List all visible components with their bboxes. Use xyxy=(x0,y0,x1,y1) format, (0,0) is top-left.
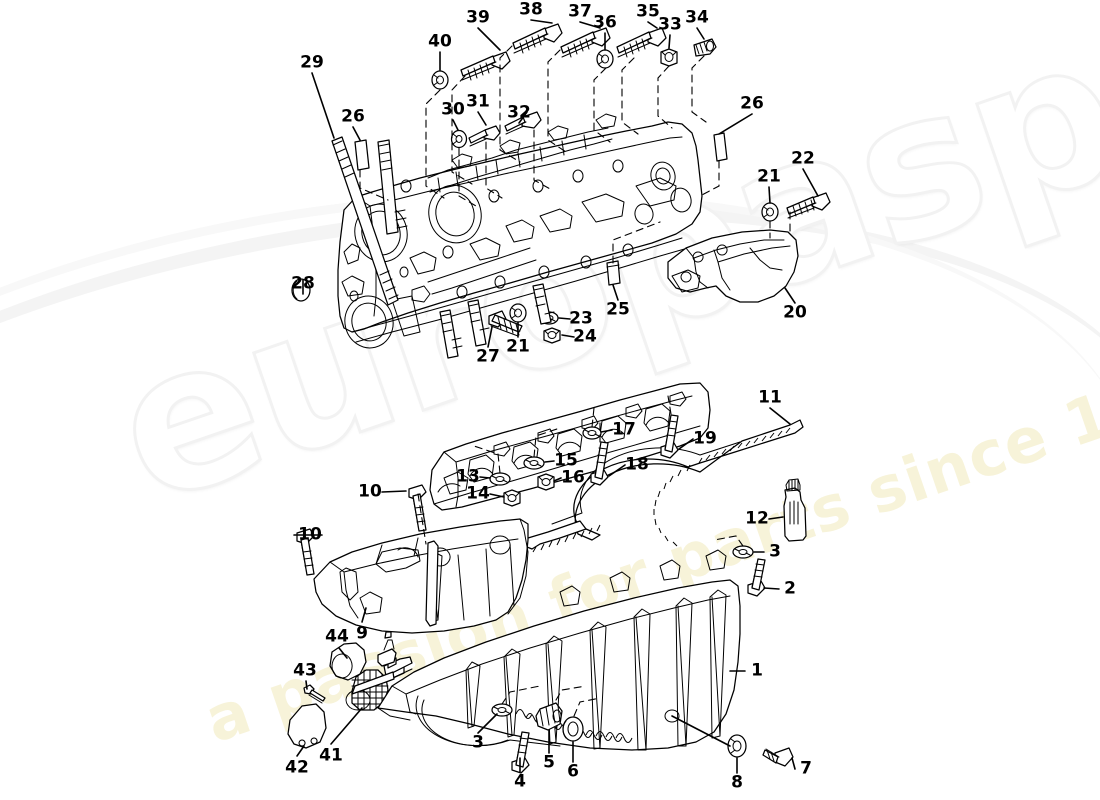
callout-31[interactable]: 31 xyxy=(466,91,490,112)
callout-32[interactable]: 32 xyxy=(507,102,531,123)
callout-28[interactable]: 28 xyxy=(291,273,315,294)
callout-4[interactable]: 4 xyxy=(514,771,526,792)
fastener-19 xyxy=(661,415,678,458)
callout-20[interactable]: 20 xyxy=(783,302,807,323)
callout-24[interactable]: 24 xyxy=(573,326,597,347)
fastener-3a xyxy=(733,546,753,558)
fastener-14 xyxy=(504,490,520,506)
cylinder-block-part xyxy=(338,114,702,353)
fastener-stud-left xyxy=(378,140,407,234)
fastener-18 xyxy=(591,442,608,485)
callout-10b[interactable]: 10 xyxy=(298,524,322,545)
callout-16[interactable]: 16 xyxy=(561,467,585,488)
callout-13[interactable]: 13 xyxy=(456,466,480,487)
fastener-7 xyxy=(763,748,793,766)
upper-oil-pan-part xyxy=(314,519,528,633)
callout-6[interactable]: 6 xyxy=(567,761,579,782)
leader-lines xyxy=(294,20,818,773)
callout-12[interactable]: 12 xyxy=(745,508,769,529)
callout-7[interactable]: 7 xyxy=(800,758,812,779)
fastener-30 xyxy=(452,131,467,148)
fastener-26a xyxy=(355,140,369,170)
fastener-31 xyxy=(469,126,500,146)
fastener-28 xyxy=(292,279,310,301)
callout-3a[interactable]: 3 xyxy=(769,541,781,562)
fastener-21b xyxy=(510,304,526,322)
callout-15[interactable]: 15 xyxy=(554,450,578,471)
fastener-6 xyxy=(563,717,583,741)
fastener-22 xyxy=(787,193,830,218)
callout-21b[interactable]: 21 xyxy=(506,336,530,357)
callout-14[interactable]: 14 xyxy=(466,483,490,504)
callout-42[interactable]: 42 xyxy=(285,757,309,778)
fastener-studs-mid xyxy=(440,284,554,358)
fastener-27 xyxy=(489,311,522,336)
callout-37[interactable]: 37 xyxy=(568,1,592,22)
fastener-15 xyxy=(524,457,544,469)
callout-26b[interactable]: 26 xyxy=(740,93,764,114)
fastener-2 xyxy=(748,559,765,596)
fastener-17 xyxy=(583,427,601,439)
fastener-38 xyxy=(513,24,562,53)
fastener-21a xyxy=(762,203,778,221)
fastener-35 xyxy=(617,28,666,57)
callout-38[interactable]: 38 xyxy=(519,0,543,20)
fastener-10a xyxy=(409,485,426,531)
fastener-3b xyxy=(492,704,512,716)
fastener-33 xyxy=(661,49,677,66)
callout-19[interactable]: 19 xyxy=(693,428,717,449)
callout-36[interactable]: 36 xyxy=(593,12,617,33)
callout-39[interactable]: 39 xyxy=(466,7,490,28)
callout-44[interactable]: 44 xyxy=(325,626,349,647)
callout-3b[interactable]: 3 xyxy=(472,732,484,753)
callout-35[interactable]: 35 xyxy=(636,1,660,22)
sealant-tube-part xyxy=(784,479,806,541)
fastener-25 xyxy=(607,261,620,285)
callout-11[interactable]: 11 xyxy=(758,387,782,408)
fastener-34 xyxy=(694,39,716,56)
fastener-5 xyxy=(536,703,562,730)
callout-22[interactable]: 22 xyxy=(791,148,815,169)
callout-5[interactable]: 5 xyxy=(543,752,555,773)
callout-17[interactable]: 17 xyxy=(612,419,636,440)
callout-1[interactable]: 1 xyxy=(751,660,763,681)
fastener-24 xyxy=(544,328,560,343)
callout-27[interactable]: 27 xyxy=(476,346,500,367)
callout-23[interactable]: 23 xyxy=(569,308,593,329)
callout-34[interactable]: 34 xyxy=(685,7,709,28)
fastener-26b xyxy=(714,133,727,161)
oil-pan-gasket-part xyxy=(522,420,803,552)
fastener-8 xyxy=(728,735,746,757)
callout-30[interactable]: 30 xyxy=(441,99,465,120)
callout-9[interactable]: 9 xyxy=(356,623,368,644)
fastener-36 xyxy=(597,50,613,68)
callout-26a[interactable]: 26 xyxy=(341,106,365,127)
callout-18[interactable]: 18 xyxy=(625,454,649,475)
fastener-16 xyxy=(538,474,554,490)
bracket-part-20 xyxy=(668,230,798,302)
callout-40[interactable]: 40 xyxy=(428,31,452,52)
oil-pickup-assembly xyxy=(288,632,412,748)
fastener-13 xyxy=(490,473,510,485)
callout-25[interactable]: 25 xyxy=(606,299,630,320)
callout-33[interactable]: 33 xyxy=(658,14,682,35)
fastener-39 xyxy=(461,52,510,80)
callout-21a[interactable]: 21 xyxy=(757,166,781,187)
lower-oil-pan-part xyxy=(378,550,740,750)
fastener-29 xyxy=(332,137,398,305)
fastener-10b xyxy=(297,529,314,575)
callout-41[interactable]: 41 xyxy=(319,745,343,766)
callout-10a[interactable]: 10 xyxy=(358,481,382,502)
callout-43[interactable]: 43 xyxy=(293,660,317,681)
fastener-40 xyxy=(432,71,448,89)
callout-8[interactable]: 8 xyxy=(731,772,743,793)
callout-2[interactable]: 2 xyxy=(784,578,796,599)
callout-29[interactable]: 29 xyxy=(300,52,324,73)
